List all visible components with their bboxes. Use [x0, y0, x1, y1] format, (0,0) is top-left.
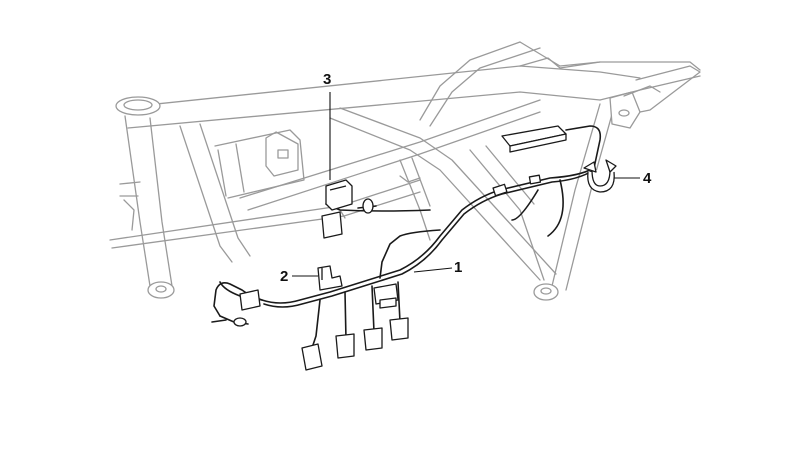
relay-bracket: [321, 179, 353, 239]
callout-1: 1: [413, 259, 462, 276]
callout-1-label: 1: [454, 259, 462, 276]
callout-4: 4: [614, 170, 652, 187]
callout-4-label: 4: [643, 170, 652, 187]
main-wiring-harness: [211, 125, 602, 371]
callout-3-label: 3: [323, 71, 331, 88]
callout-2: 2: [280, 268, 318, 285]
callout-3: 3: [323, 71, 331, 180]
callout-1-leader: [413, 267, 453, 273]
cable-strap: [583, 159, 617, 193]
connector-holder: [317, 265, 343, 291]
callout-2-label: 2: [280, 268, 288, 285]
